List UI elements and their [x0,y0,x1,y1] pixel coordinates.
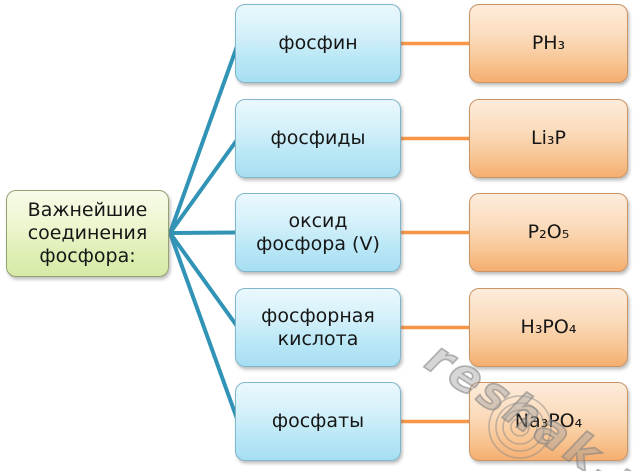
formula-node: H₃PO₄ [469,288,628,367]
formula-node: PH₃ [469,4,628,83]
teal-connector [168,232,240,423]
formula-label: PH₃ [531,32,566,55]
compound-node: фосфорная кислота [235,288,401,367]
compound-node: фосфаты [235,382,401,461]
teal-connector [168,137,240,235]
compound-node: фосфин [235,4,401,83]
compound-label: фосфаты [271,410,365,433]
compound-label: фосфиды [270,127,366,150]
formula-label: P₂O₅ [527,221,570,244]
root-label: Важнейшие соединения фосфора: [27,199,148,267]
compound-label: фосфорная кислота [261,304,375,350]
formula-label: Na₃PO₄ [514,410,583,433]
formula-label: H₃PO₄ [520,316,577,339]
compound-node: фосфиды [235,99,401,178]
compound-node: оксид фосфора (V) [235,193,401,272]
formula-node: Li₃P [469,99,628,178]
root-node: Важнейшие соединения фосфора: [6,190,169,277]
teal-connector [169,230,239,235]
teal-connector [168,231,240,329]
teal-connector [168,42,240,234]
formula-label: Li₃P [531,127,566,150]
formula-node: Na₃PO₄ [469,382,628,461]
compound-label: оксид фосфора (V) [256,209,380,255]
compound-label: фосфин [278,32,358,55]
formula-node: P₂O₅ [469,193,628,272]
